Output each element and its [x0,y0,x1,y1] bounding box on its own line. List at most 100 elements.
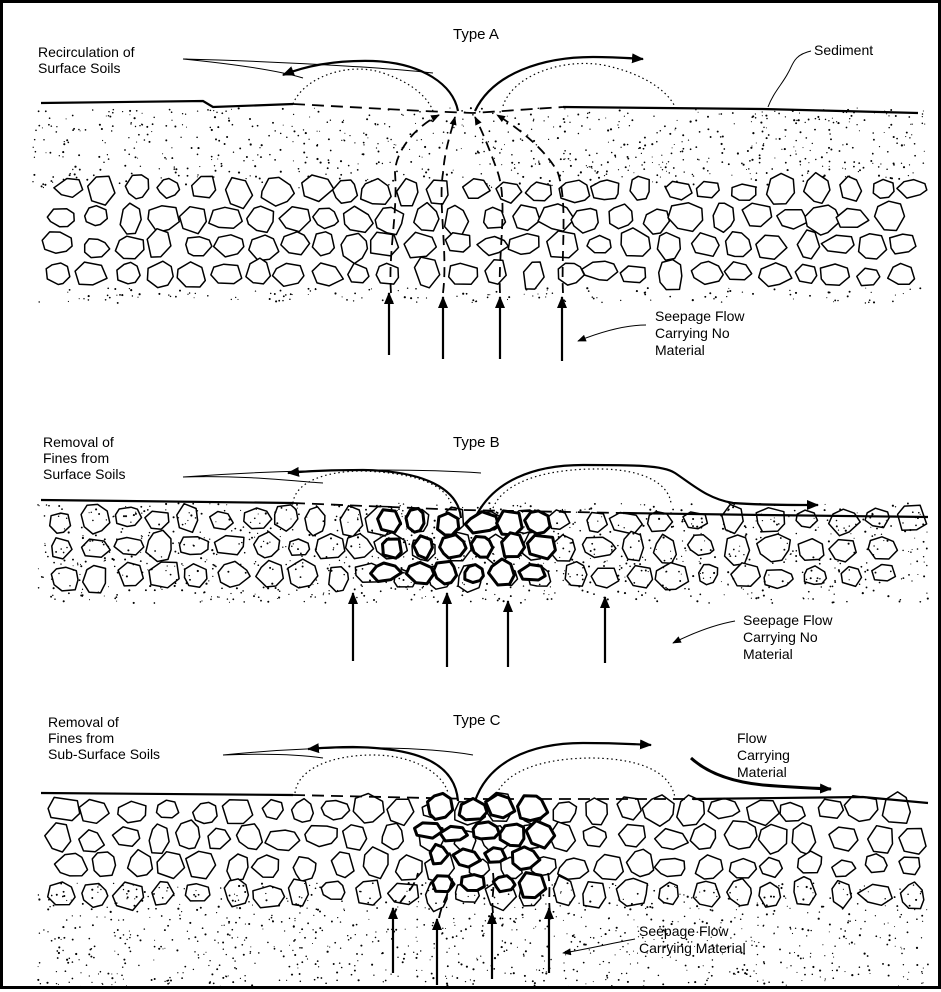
sand-dot [80,130,81,131]
sand-dot [129,114,130,115]
gravel-rock [281,232,310,255]
sand-dot [921,937,922,938]
sand-dot [741,928,742,929]
sand-dot [129,931,130,932]
sand-dot [122,575,123,576]
sand-dot [859,130,860,131]
sand-dot [227,598,228,599]
sand-dot [591,886,592,887]
sand-dot [704,296,706,298]
sand-dot [299,912,300,913]
sand-dot [431,973,433,975]
leader-seepage-c [563,939,635,953]
sand-dot [681,574,682,575]
recirculation-arrow-right-a [475,57,643,111]
sand-dot [243,954,245,956]
sand-dot [583,943,585,945]
gravel-rock [247,206,274,232]
sand-dot [226,954,227,955]
sand-dot [217,158,218,159]
sand-dot [920,893,921,894]
sand-dot [209,960,210,961]
sand-dot [609,531,611,533]
sand-dot [297,964,299,966]
sand-dot [252,126,254,128]
gravel-rock [333,180,358,203]
sand-dot [327,167,329,169]
sand-dot [822,944,823,945]
sand-dot [629,125,630,126]
sand-dot [828,589,829,590]
sand-dot [226,136,228,138]
sand-dot [136,896,138,898]
sand-dot [864,921,866,923]
sand-dot [429,177,431,179]
label-line: Material [743,646,793,662]
sand-dot [776,524,778,526]
sand-dot [802,898,804,900]
sand-dot [63,559,65,561]
gravel-rock [51,567,78,591]
sand-dot [796,550,798,552]
sand-dot [432,977,434,979]
sand-dot [117,954,118,955]
sand-dot [735,555,737,557]
sand-dot [787,906,788,907]
sand-dot [367,602,368,603]
sand-dot [546,971,547,972]
sand-dot [185,183,187,185]
sand-dot [169,109,171,111]
sand-dot [876,528,878,530]
sand-dot [493,120,494,121]
sand-dot [97,892,98,893]
gravel-rock [92,852,115,876]
sand-dot [421,139,422,140]
sand-dot [847,922,849,924]
sand-dot [166,980,168,982]
sand-dot [53,905,55,907]
sand-dot [297,135,299,137]
gravel-rock [668,203,703,232]
sand-dot [623,527,624,528]
sand-dot [732,112,734,114]
gravel-rock [42,232,72,253]
sand-dot [353,300,354,301]
gravel-rock [404,232,436,257]
sand-dot [832,586,834,588]
sand-dot [886,540,888,542]
sand-dot [633,559,635,561]
sand-dot [337,167,339,169]
sand-dot [598,177,600,179]
sand-dot [766,137,768,139]
sand-dot [292,294,293,295]
sand-dot [708,972,709,973]
sand-dot [539,969,541,971]
sand-dot [787,169,789,171]
sand-dot [869,299,871,301]
sand-dot [656,141,658,143]
sand-dot [234,967,236,969]
sand-dot [926,548,928,550]
sand-dot [187,175,189,177]
sand-dot [195,890,196,891]
sand-dot [461,559,462,560]
gravel-rock [620,266,645,283]
sand-dot [86,964,88,966]
sand-dot [902,522,903,523]
sand-dot [425,171,427,173]
sand-dot [519,558,520,559]
sand-dot [98,884,100,886]
sand-dot [848,543,850,545]
sand-dot [859,934,861,936]
sand-dot [196,909,198,911]
sand-dot [669,133,671,135]
sand-dot [895,115,897,117]
sand-dot [63,891,65,893]
sand-dot [759,157,761,159]
sand-dot [563,962,564,963]
sand-dot [47,556,49,558]
sand-dot [462,176,463,177]
gravel-rock [591,180,619,200]
sand-dot [430,120,432,122]
sand-dot [690,595,692,597]
